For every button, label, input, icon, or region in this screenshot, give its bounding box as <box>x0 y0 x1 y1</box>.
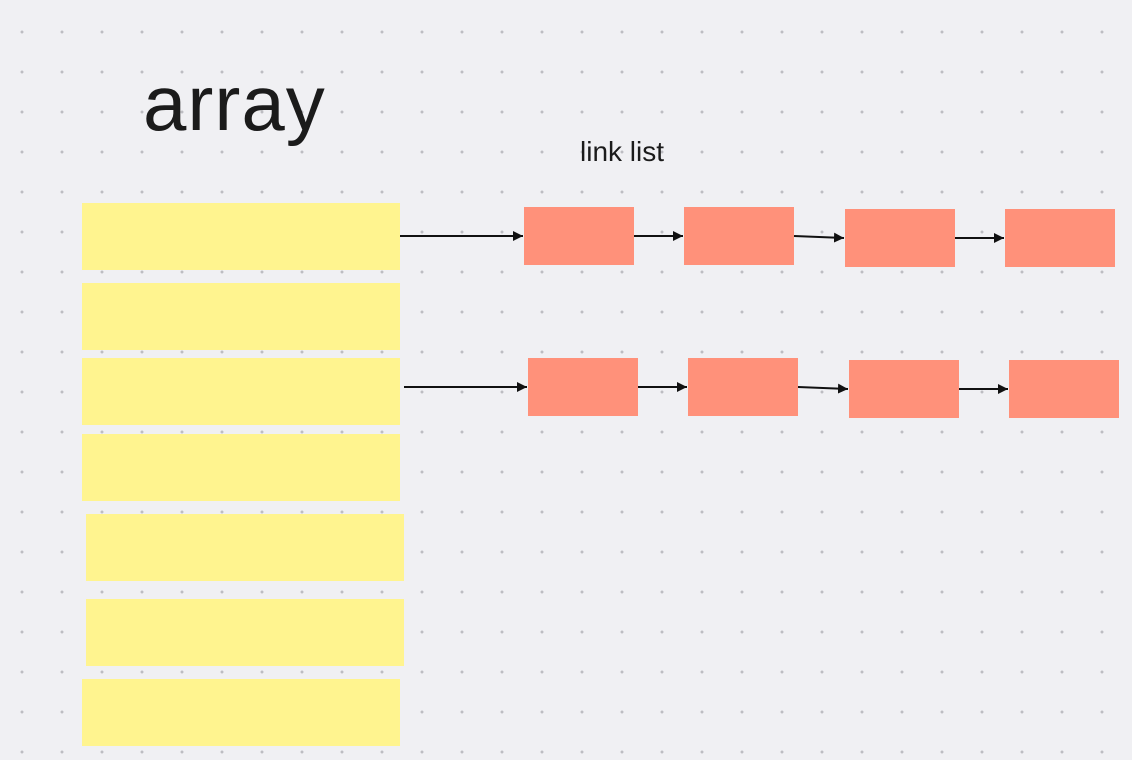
array-cell-4 <box>86 514 404 581</box>
array-title: array <box>143 59 326 147</box>
arrow-list1-node2-to-node3 <box>793 232 845 243</box>
array-cell-5 <box>86 599 404 666</box>
list-2-node-1 <box>528 358 638 416</box>
linked-list-title: link list <box>580 136 665 167</box>
list-1-node-3 <box>845 209 955 267</box>
array-cell-0 <box>82 203 400 270</box>
list-1-node-4 <box>1005 209 1115 267</box>
array-cell-2 <box>82 358 400 425</box>
arrow-list2-node2-to-node3 <box>797 383 849 394</box>
array-cell-6 <box>82 679 400 746</box>
list-2-node-3 <box>849 360 959 418</box>
array-cell-3 <box>82 434 400 501</box>
list-2-node-4 <box>1009 360 1119 418</box>
array-cell-1 <box>82 283 400 350</box>
list-1-node-2 <box>684 207 794 265</box>
list-2-node-2 <box>688 358 798 416</box>
list-1-node-1 <box>524 207 634 265</box>
